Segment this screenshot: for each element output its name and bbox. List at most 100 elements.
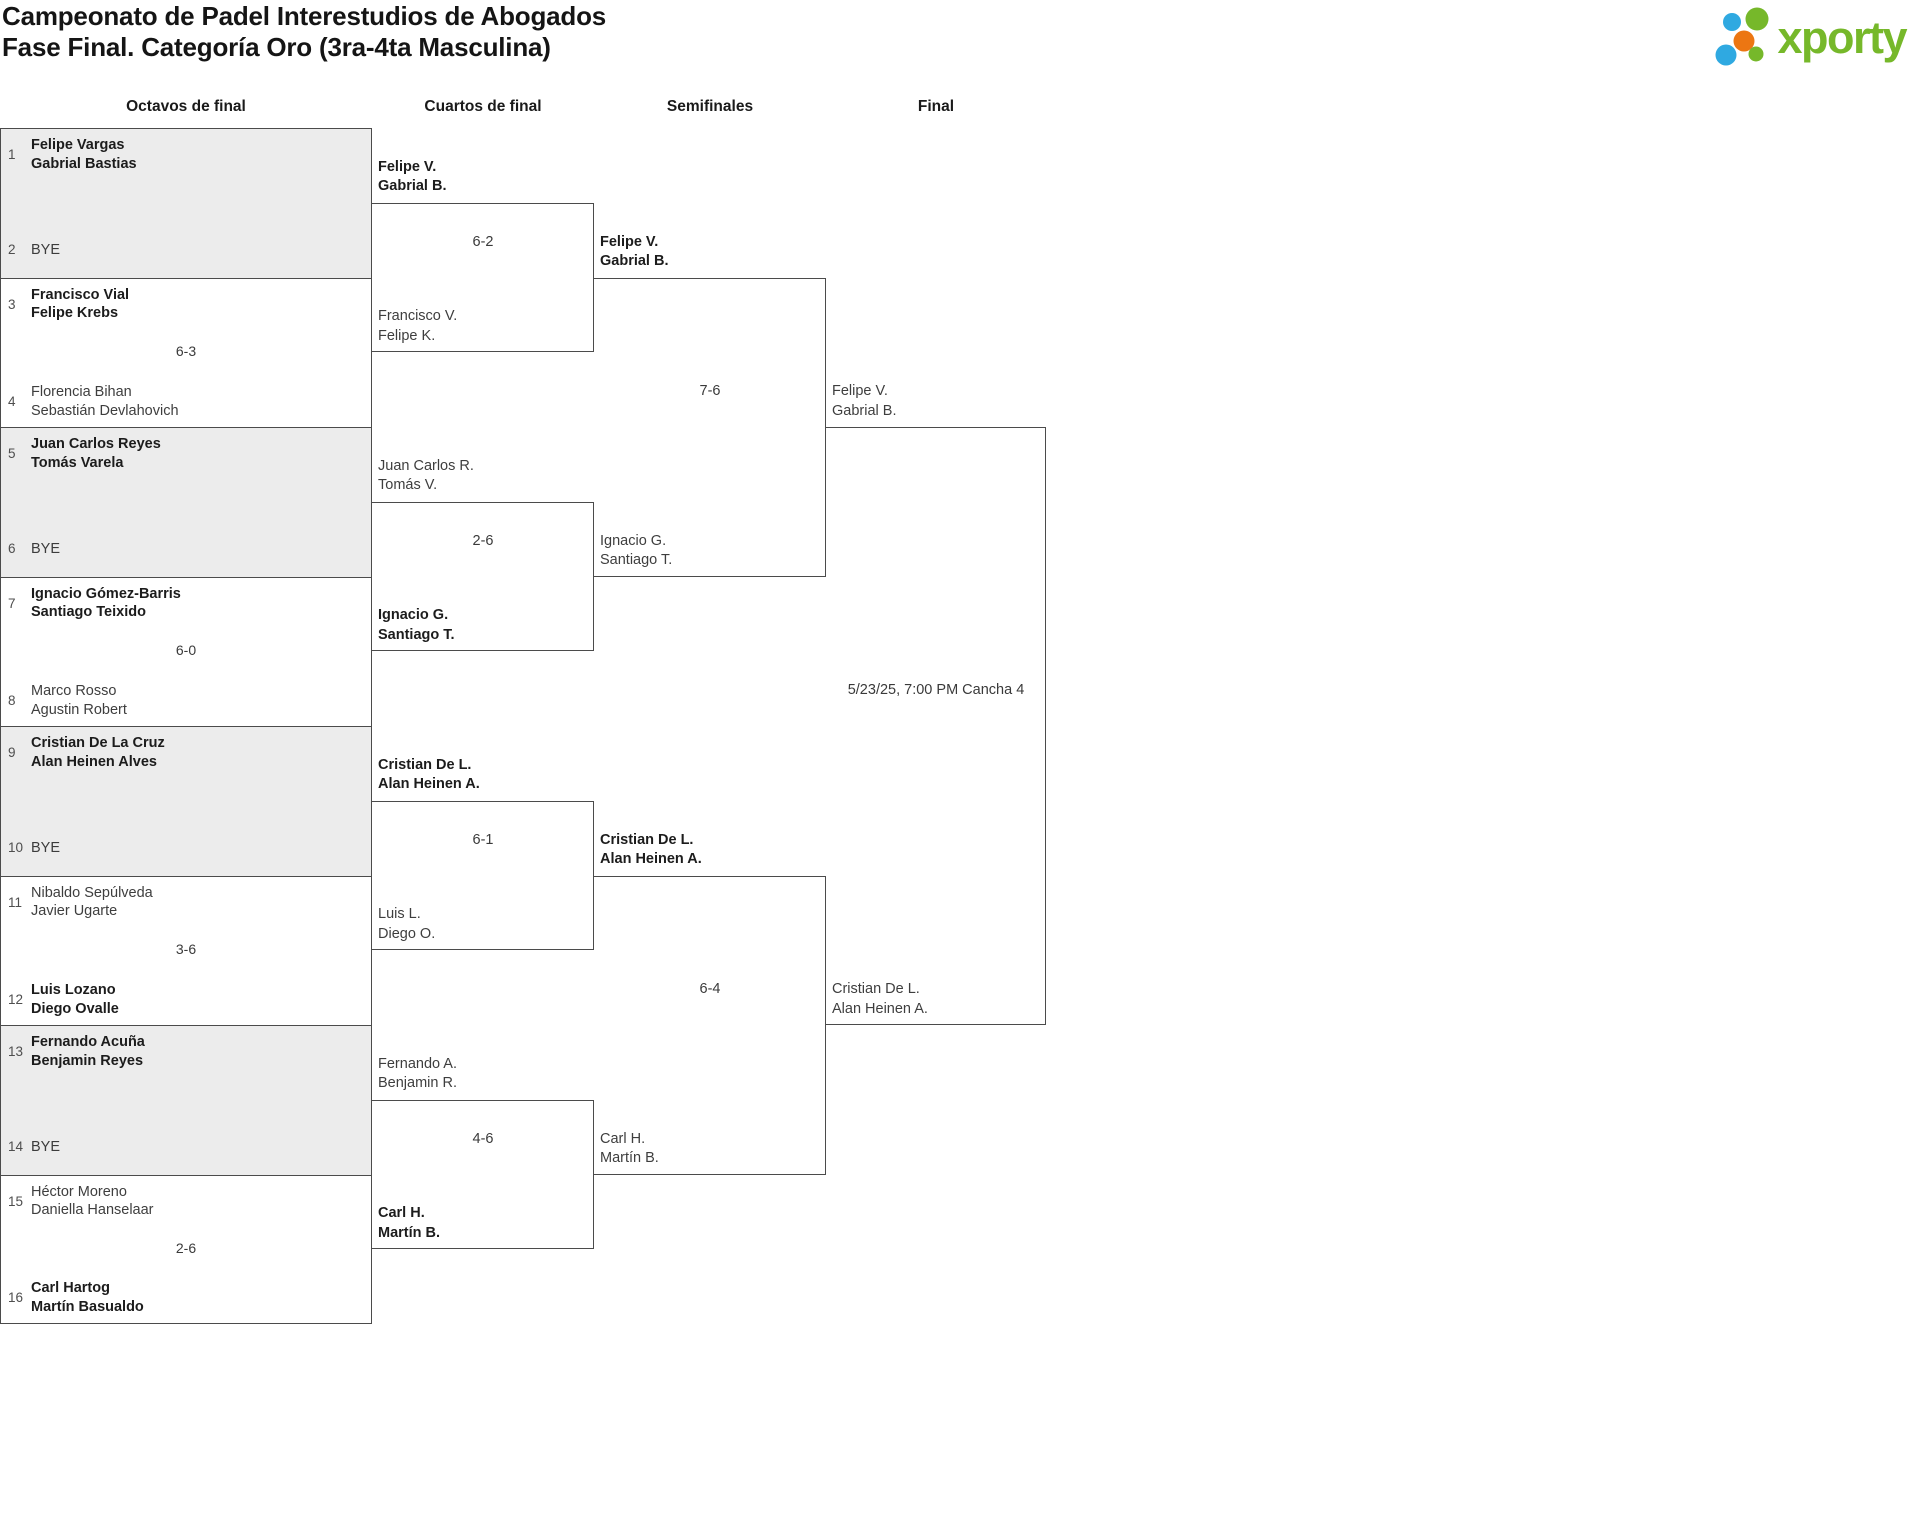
page-subtitle: Fase Final. Categoría Oro (3ra-4ta Mascu… [2, 32, 551, 62]
seed-number: 10 [8, 840, 24, 855]
player-name: Martín B. [378, 1224, 441, 1241]
seed-number: 11 [8, 894, 23, 910]
page-title: Campeonato de Padel Interestudios de Abo… [2, 1, 607, 31]
player-name: Agustin Robert [31, 701, 127, 718]
xporty-logo[interactable]: xporty [1711, 6, 1907, 68]
advancing-team: Felipe V. Gabrial B. [378, 151, 588, 197]
player-name: Fernando A. [378, 1055, 457, 1072]
player-name: Nibaldo Sepúlveda [31, 884, 153, 901]
match-score: 7-6 [699, 383, 721, 399]
bracket-connector [594, 277, 826, 577]
advancing-team: Francisco V.Felipe K. [378, 300, 588, 346]
advancing-team: Felipe V.Gabrial B. [600, 226, 820, 272]
match-score: 4-6 [472, 1130, 494, 1147]
player-name: Gabrial B. [832, 402, 897, 419]
page-header: Campeonato de Padel Interestudios de Abo… [2, 1, 606, 63]
player-name: Felipe Krebs [31, 305, 119, 321]
bracket-connector [372, 202, 594, 353]
player-name: Alan Heinen A. [600, 851, 702, 867]
match-score: 6-1 [472, 831, 494, 848]
advancing-team: Carl H. Martín B. [378, 1197, 588, 1243]
match-score: 6-4 [699, 981, 721, 997]
match-score: 6-0 [175, 642, 197, 659]
advancing-team: Ignacio G.Santiago T. [378, 599, 588, 645]
player-name: Felipe V. [832, 383, 888, 399]
player-name: Martín B. [600, 1150, 659, 1166]
player-name: Alan Heinen Alves [31, 753, 157, 770]
seed-number: 2 [8, 242, 16, 257]
seed-number: 4 [8, 394, 16, 409]
bye-label: BYE [31, 540, 61, 557]
player-name: Diego Ovalle [31, 1000, 119, 1017]
match-score: 6-2 [472, 233, 494, 250]
advancing-team: Fernando A. Benjamin R. [378, 1048, 588, 1094]
player-name: Carl Hartog [31, 1280, 110, 1296]
player-name: Alan Heinen A. [378, 776, 480, 793]
bracket-connector [594, 875, 826, 1175]
player-name: Diego O. [378, 925, 436, 942]
logo-text: xporty [1777, 11, 1907, 63]
column-header-octavos: Octavos de final [126, 98, 246, 115]
seed-number: 6 [8, 541, 16, 556]
logo-dots-icon [1715, 7, 1769, 66]
player-name: Fernando Acuña [31, 1034, 145, 1050]
player-name: Benjamin Reyes [31, 1052, 144, 1069]
column-header-semifinales: Semifinales [666, 98, 754, 115]
player-name: Felipe Vargas [31, 137, 125, 153]
advancing-team: Ignacio G.Santiago T. [600, 525, 820, 571]
seed-number: 5 [8, 446, 16, 461]
seed-number: 13 [8, 1044, 24, 1059]
player-name: Florencia Bihan [31, 384, 132, 400]
player-name: Francisco Vial [31, 286, 130, 303]
seed-number: 7 [8, 595, 16, 611]
player-name: Gabrial B. [378, 178, 447, 195]
advancing-team: Felipe V. Gabrial B. [832, 375, 1040, 421]
player-name: Héctor Moreno [31, 1183, 127, 1200]
player-name: Daniella Hanselaar [31, 1202, 154, 1218]
player-name: Cristian De L. [832, 981, 920, 997]
player-name: Ignacio Gómez-Barris [31, 585, 181, 602]
seed-number: 8 [8, 693, 16, 708]
team-slot: 6 BYE [8, 541, 365, 557]
player-name: Tomás V. [378, 477, 438, 494]
advancing-team: Cristian De L.Alan Heinen A. [600, 824, 820, 870]
bracket-connector [372, 501, 594, 652]
player-name: Ignacio G. [378, 607, 449, 624]
player-name: Carl H. [378, 1205, 425, 1222]
player-name: Gabrial B. [600, 253, 669, 269]
bracket-connector [372, 1099, 594, 1250]
seed-number: 9 [8, 745, 16, 760]
advancing-team: Juan Carlos R.Tomás V. [378, 450, 588, 496]
seed-number: 16 [8, 1290, 24, 1305]
player-name: Martín Basualdo [31, 1298, 144, 1315]
player-name: Santiago Teixido [31, 604, 146, 620]
player-name: Alan Heinen A. [832, 1000, 928, 1017]
seed-number: 3 [8, 296, 16, 312]
advancing-team: Luis L.Diego O. [378, 898, 588, 944]
advancing-team: Cristian De L. Alan Heinen A. [832, 973, 1040, 1019]
player-name: Benjamin R. [378, 1075, 457, 1092]
match-score: 3-6 [175, 941, 197, 958]
player-name: Felipe V. [378, 158, 437, 175]
